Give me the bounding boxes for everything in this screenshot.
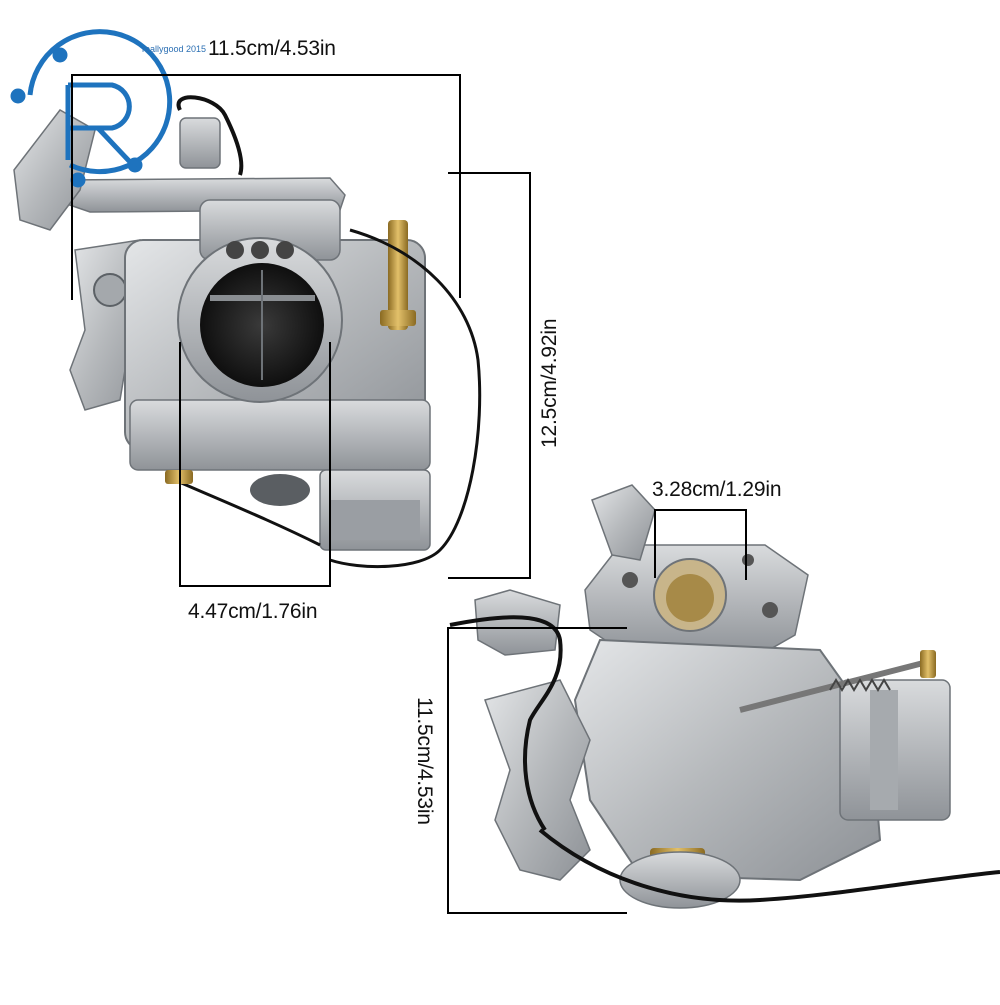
height-label: 12.5cm/4.92in bbox=[538, 318, 561, 448]
carburetor-side-view bbox=[449, 484, 1000, 909]
r-logo-icon bbox=[10, 29, 173, 188]
carburetor-front-view bbox=[13, 95, 482, 568]
side-height-label: 11.5cm/4.53in bbox=[413, 697, 436, 825]
flange-label: 3.28cm/1.29in bbox=[652, 478, 782, 501]
side-height-dimension-line bbox=[447, 627, 627, 914]
dimension-lines bbox=[71, 74, 747, 914]
height-dimension-line bbox=[448, 172, 531, 579]
bore-label: 4.47cm/1.76in bbox=[188, 600, 318, 623]
top-width-label: 11.5cm/4.53in bbox=[208, 37, 336, 60]
bore-dimension-line bbox=[179, 342, 331, 587]
logo-text: reallygood 2015 bbox=[142, 44, 207, 54]
top-width-dimension-line bbox=[71, 74, 461, 300]
flange-dimension-line bbox=[654, 509, 747, 580]
